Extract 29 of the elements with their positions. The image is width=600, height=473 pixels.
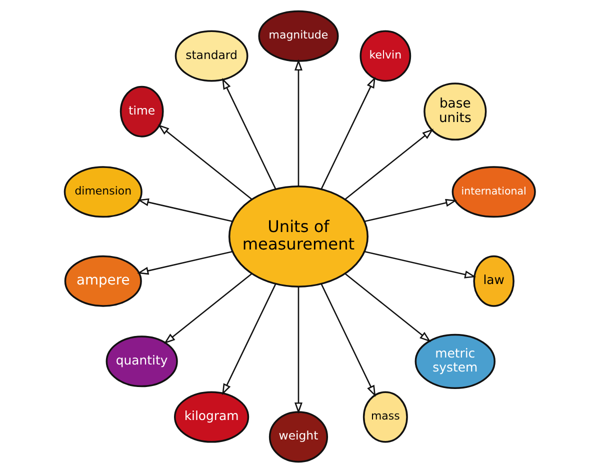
node-ellipse: ampere — [64, 255, 142, 307]
arrow — [294, 286, 302, 414]
node-ellipse: weight — [268, 411, 328, 463]
arrow — [137, 198, 232, 222]
node-ellipse: magnitude — [258, 10, 339, 62]
arrow — [320, 76, 376, 190]
arrow — [164, 273, 252, 344]
node-ellipse: time — [120, 86, 164, 138]
arrow — [364, 250, 476, 278]
node-ellipse: dimension — [64, 166, 142, 218]
arrow — [344, 128, 434, 200]
node-ellipse: metric system — [414, 334, 496, 390]
node-ellipse: Units of measurement — [228, 186, 368, 288]
node-circle: kelvin — [360, 30, 412, 82]
arrow — [294, 59, 302, 186]
arrow — [222, 78, 276, 190]
node-ellipse: law — [473, 255, 514, 307]
node-ellipse: international — [452, 166, 536, 218]
arrow — [320, 284, 376, 397]
arrow — [222, 284, 276, 396]
arrow — [364, 198, 458, 222]
arrow — [137, 250, 232, 275]
node-ellipse: kilogram — [174, 391, 250, 443]
node-ellipse: quantity — [106, 336, 178, 388]
arrow — [158, 124, 252, 200]
node-circle: base units — [424, 82, 487, 141]
node-ellipse: standard — [174, 30, 248, 82]
arrow — [344, 273, 431, 342]
node-ellipse: mass — [362, 391, 408, 443]
